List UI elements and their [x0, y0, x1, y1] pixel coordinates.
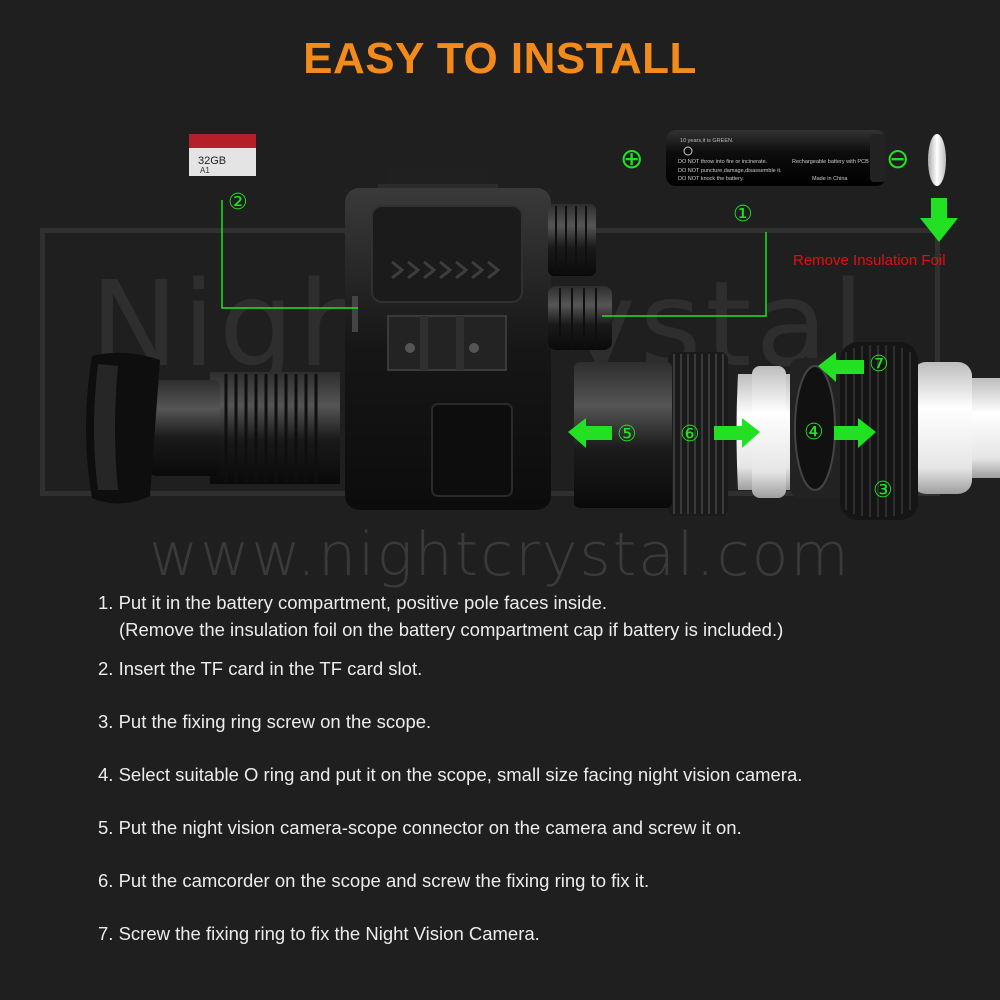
battery-line1: DO NOT throw into fire or incinerate.	[678, 159, 768, 165]
label-5: ⑤	[617, 422, 637, 447]
arrow-left-7	[818, 352, 864, 382]
insulation-foil	[928, 134, 946, 186]
step-2: 2. Insert the TF card in the TF card slo…	[98, 658, 423, 679]
label-7: ⑦	[869, 352, 889, 377]
negative-pole-icon: ⊖	[886, 142, 910, 175]
label-3: ③	[873, 478, 893, 503]
threaded-connector	[574, 352, 728, 516]
step-7: 7. Screw the fixing ring to fix the Nigh…	[98, 923, 540, 944]
arrow-left-5	[568, 418, 612, 448]
eyepiece	[86, 352, 340, 504]
battery: 10 years,it is GREEN. DO NOT throw into …	[666, 130, 886, 186]
step-5: 5. Put the night vision camera-scope con…	[98, 817, 742, 838]
remove-foil-label: Remove Insulation Foil	[793, 252, 946, 269]
step-3: 3. Put the fixing ring screw on the scop…	[98, 711, 432, 732]
battery-top-text: 10 years,it is GREEN.	[680, 138, 734, 144]
step-1-text: 1. Put it in the battery compartment, po…	[98, 592, 608, 613]
arrow-right-4	[834, 418, 876, 448]
tf-card-marks: A1	[200, 166, 210, 175]
arrow-down	[920, 198, 958, 242]
camera-body	[345, 168, 612, 510]
direction-arrows	[568, 198, 958, 448]
label-2: ②	[228, 190, 248, 215]
label-6: ⑥	[680, 422, 700, 447]
battery-line1b: Rechargeable battery with PCB	[792, 159, 869, 165]
watermark-url: www.nightcrystal.com	[149, 520, 851, 590]
positive-pole-icon: ⊕	[620, 142, 644, 175]
scope-tube	[736, 362, 1000, 498]
step-1: 1. Put it in the battery compartment, po…	[98, 592, 783, 641]
label-1: ①	[733, 202, 753, 227]
battery-line3: DO NOT knock the battery.	[678, 176, 744, 182]
tf-card: 32GB A1	[189, 134, 256, 176]
callout-lines	[221, 200, 767, 317]
arrow-right-6	[714, 418, 760, 448]
step-4: 4. Select suitable O ring and put it on …	[98, 764, 803, 785]
o-ring	[790, 358, 850, 498]
page-title: EASY TO INSTALL	[303, 34, 697, 83]
battery-line2: DO NOT puncture,damage,disassemble it.	[678, 168, 782, 174]
step-6: 6. Put the camcorder on the scope and sc…	[98, 870, 650, 891]
battery-line3b: Made in China	[812, 176, 848, 182]
tf-card-capacity: 32GB	[198, 155, 226, 167]
step-1-note: (Remove the insulation foil on the batte…	[119, 619, 784, 640]
label-4: ④	[804, 420, 824, 445]
